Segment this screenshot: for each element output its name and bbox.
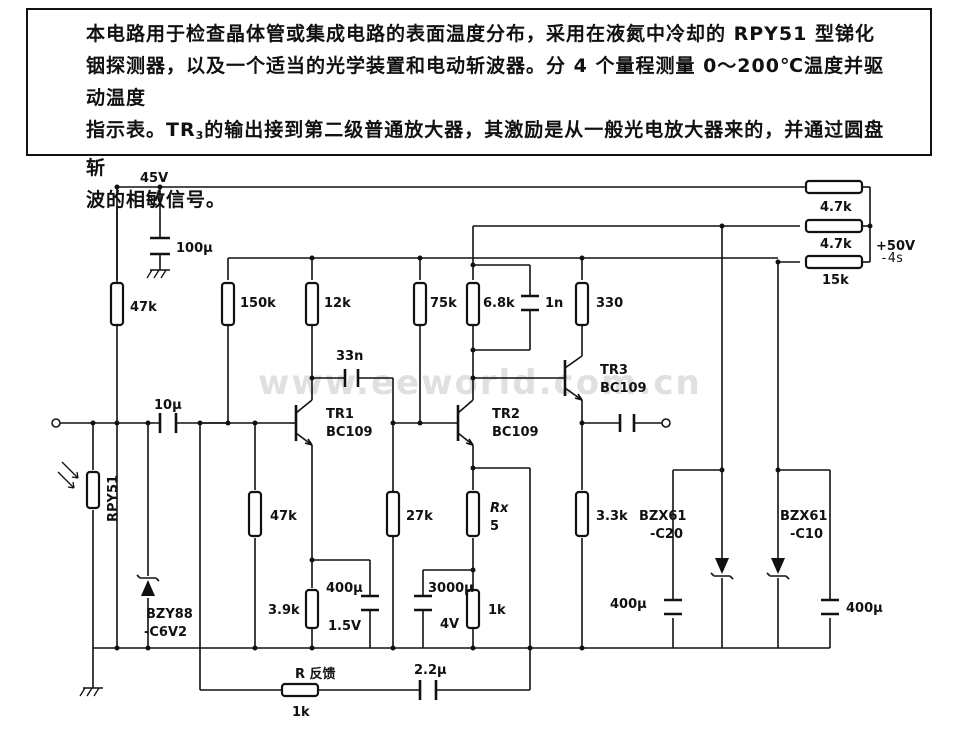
label-c400u-a: 400μ xyxy=(326,581,363,596)
label-r75k: 75k xyxy=(430,296,457,311)
resistor-feedback xyxy=(280,682,320,698)
transistor-tr1 xyxy=(290,399,313,446)
capacitor-33n xyxy=(343,369,360,387)
sensor-rpy51 xyxy=(85,470,101,510)
label-r12k: 12k xyxy=(324,296,351,311)
resistor-top-1 xyxy=(804,179,864,195)
transistor-tr2 xyxy=(455,399,474,446)
label-r-top2: 4.7k xyxy=(820,237,852,252)
watermark: www.eeworld.com.cn xyxy=(258,363,702,403)
label-c400u-b: 400μ xyxy=(610,597,647,612)
label-rx-val: 5 xyxy=(490,519,499,534)
label-tr3-type: BC109 xyxy=(600,381,647,396)
label-d1-a: BZY88 xyxy=(146,607,193,622)
label-c100u: 100μ xyxy=(176,241,213,256)
capacitor-2u2 xyxy=(418,680,438,700)
label-r1k: 1k xyxy=(488,603,506,618)
description-box: 本电路用于检查晶体管或集成电路的表面温度分布，采用在液氮中冷却的 RPY51 型… xyxy=(26,8,932,211)
resistor-150k xyxy=(220,281,236,327)
resistor-rx xyxy=(465,490,481,538)
description-line-2: 铟探测器，以及一个适当的光学装置和电动斩波器。分 4 个量程测量 0～200℃温… xyxy=(86,55,884,109)
zener-diode-left-icon xyxy=(136,574,160,596)
resistor-12k xyxy=(304,281,320,327)
capacitor-400u-c xyxy=(821,598,839,616)
label-r47k-left: 47k xyxy=(130,300,157,315)
label-d2-b: -C20 xyxy=(650,527,683,542)
label-sensor: RPY51 xyxy=(106,475,121,522)
label-tr2: TR2 xyxy=(492,407,520,422)
zener-diode-c10-icon xyxy=(766,558,790,580)
label-c10u: 10μ xyxy=(154,398,182,413)
label-tr1: TR1 xyxy=(326,407,354,422)
description-text: 本电路用于检查晶体管或集成电路的表面温度分布，采用在液氮中冷却的 RPY51 型… xyxy=(86,18,902,216)
label-d2-a: BZX61 xyxy=(639,509,686,524)
resistor-75k xyxy=(412,281,428,327)
junction-dots xyxy=(90,184,873,651)
capacitor-1n xyxy=(521,294,539,312)
resistor-330 xyxy=(574,281,590,327)
capacitor-output xyxy=(618,414,636,432)
resistor-47k-base xyxy=(247,490,263,538)
capacitor-10u xyxy=(158,413,178,433)
ground-icon-cap xyxy=(146,269,170,279)
resistor-1k xyxy=(465,588,481,630)
label-tr1-type: BC109 xyxy=(326,425,373,440)
capacitor-100u xyxy=(150,236,170,256)
description-line-1: 本电路用于检查晶体管或集成电路的表面温度分布，采用在液氮中冷却的 RPY51 型… xyxy=(86,23,875,45)
label-rfb: R 反馈 xyxy=(295,666,336,682)
resistor-top-2 xyxy=(804,218,864,234)
label-tr3: TR3 xyxy=(600,363,628,378)
label-45v: 45V xyxy=(140,171,168,186)
label-c33n: 33n xyxy=(336,349,363,364)
label-r3k3: 3.3k xyxy=(596,509,628,524)
resistor-top-3 xyxy=(804,254,864,270)
label-r27k: 27k xyxy=(406,509,433,524)
resistor-6k8 xyxy=(465,281,481,327)
label-d3-b: -C10 xyxy=(790,527,823,542)
label-c400u-a-v: 1.5V xyxy=(328,619,361,634)
light-arrows-icon xyxy=(57,461,79,489)
resistor-3k3 xyxy=(574,490,590,538)
resistor-27k xyxy=(385,490,401,538)
label-r330: 330 xyxy=(596,296,623,311)
label-r6k8: 6.8k xyxy=(483,296,515,311)
wires xyxy=(60,186,871,691)
capacitor-3000u xyxy=(414,594,432,612)
resistor-47k-left xyxy=(109,281,125,327)
label-c3000u-v: 4V xyxy=(440,617,459,632)
capacitors xyxy=(150,236,839,700)
description-line-4: 波的相敏信号。 xyxy=(86,189,227,211)
label-input-note: -4s xyxy=(880,251,903,266)
resistors xyxy=(85,179,864,698)
label-r-top1: 4.7k xyxy=(820,200,852,215)
ground-icon xyxy=(79,687,103,697)
description-line-3b: 的输出接到第二级普通放大器，其激励是从一般光电放大器来的，并通过圆盘斩 xyxy=(86,119,885,179)
label-r47k-base: 47k xyxy=(270,509,297,524)
capacitor-400u-b xyxy=(664,598,682,616)
label-r150k: 150k xyxy=(240,296,276,311)
capacitor-400u-a xyxy=(361,594,379,612)
label-c3000u: 3000μ xyxy=(428,581,474,596)
zener-diode-c20-icon xyxy=(710,558,734,580)
label-c1n: 1n xyxy=(545,296,563,311)
label-plus-50v: +50V xyxy=(876,239,915,254)
label-d3-a: BZX61 xyxy=(780,509,827,524)
labels: 45V +50V -4s 4.7k 4.7k 15k 100μ 47k 150k… xyxy=(106,171,915,720)
description-line-3-sub: 3 xyxy=(195,129,205,142)
label-rx: Rx xyxy=(490,501,509,516)
transistor-tr3 xyxy=(563,355,583,401)
label-rfb-val: 1k xyxy=(292,705,310,720)
resistor-3k9 xyxy=(304,588,320,630)
label-r3k9: 3.9k xyxy=(268,603,300,618)
label-tr2-type: BC109 xyxy=(492,425,539,440)
label-r-top3: 15k xyxy=(822,273,849,288)
label-c400u-c: 400μ xyxy=(846,601,883,616)
description-line-3a: 指示表。TR xyxy=(86,119,196,141)
input-terminal[interactable] xyxy=(51,418,61,428)
output-terminal[interactable] xyxy=(661,418,671,428)
label-c2u2: 2.2μ xyxy=(414,663,447,678)
label-d1-b: -C6V2 xyxy=(144,625,187,640)
